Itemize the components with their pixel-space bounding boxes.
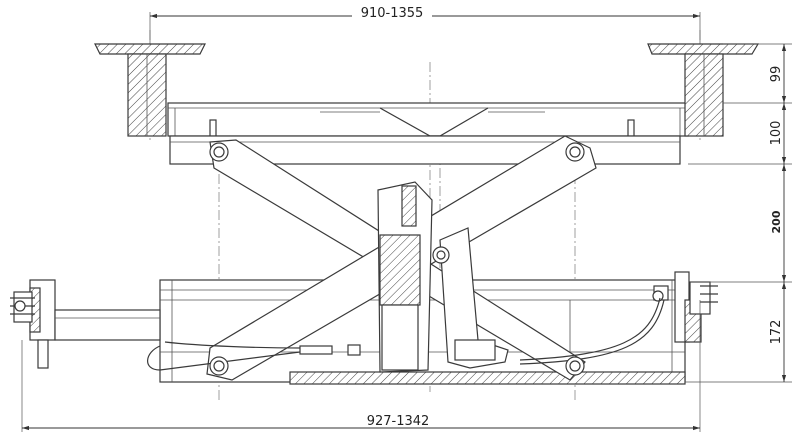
pivot-pins	[209, 142, 585, 376]
dimension-h4-label: 172	[769, 320, 784, 345]
dimension-h2-label: 100	[769, 121, 784, 146]
right-end-fittings	[652, 281, 718, 315]
dimension-h3-label: 200	[770, 210, 783, 233]
dimension-bottom-width: 927-1342	[21, 300, 701, 432]
pivot-pin-top-right	[565, 142, 585, 162]
drive-shaft-assembly	[10, 279, 161, 369]
dimension-top-width-label: 910-1355	[361, 6, 424, 21]
hydraulic-cylinder	[377, 181, 509, 373]
dimension-bottom-width-label: 927-1342	[367, 414, 430, 429]
pivot-pin-bottom-left	[209, 356, 229, 376]
right-saddle	[647, 43, 760, 137]
left-saddle	[94, 43, 206, 137]
pivot-pin-top-left	[209, 142, 229, 162]
hydraulic-hose	[147, 297, 665, 371]
pivot-pin-bottom-right	[565, 356, 585, 376]
dimension-top-width: 910-1355	[149, 4, 701, 44]
dimension-h1-label: 99	[769, 66, 784, 83]
dimension-heights: 99 100 200 172	[685, 43, 792, 383]
pivot-pin-center	[432, 246, 450, 264]
